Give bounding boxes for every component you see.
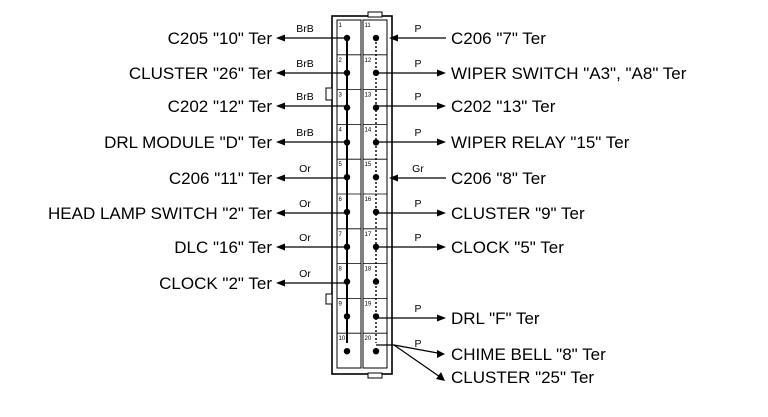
left-terminal-label: CLUSTER "26" Ter <box>129 64 272 83</box>
left-wire-color: BrB <box>296 23 314 35</box>
right-terminal-label: WIPER RELAY "15" Ter <box>451 133 630 152</box>
connector-outline <box>331 15 393 375</box>
right-terminal-label: CHIME BELL "8" Ter <box>451 345 606 364</box>
left-arrowhead <box>276 279 285 287</box>
left-wire-color: BrB <box>296 58 314 70</box>
pin-number-right: 14 <box>365 127 372 133</box>
terminal-dot-right <box>372 104 380 111</box>
right-arrowhead <box>437 69 446 77</box>
right-wire-color: P <box>414 127 421 139</box>
branch-arrowhead-upper <box>437 350 445 358</box>
right-terminal-label: WIPER SWITCH "A3", "A8" Ter <box>451 64 687 83</box>
left-wire-color: Or <box>299 268 311 280</box>
left-wire-color: Or <box>299 198 311 210</box>
left-terminal-label: C205 "10" Ter <box>168 29 273 48</box>
terminal-dot-left <box>343 278 351 285</box>
terminal-dot-left <box>343 348 351 355</box>
right-wire-color: P <box>414 232 421 244</box>
connector-latch-lower <box>325 293 333 305</box>
pin-number-left: 4 <box>339 127 343 133</box>
left-terminal-label: C206 "11" Ter <box>169 169 272 188</box>
terminal-dot-left <box>343 104 351 111</box>
right-wire-color: Gr <box>412 163 424 175</box>
right-arrowhead <box>437 209 446 217</box>
left-terminal-label: C202 "12" Ter <box>168 97 273 116</box>
pin-number-right: 18 <box>365 267 372 273</box>
right-wire-color: P <box>414 303 421 315</box>
right-terminal-label: CLOCK "5" Ter <box>451 238 564 257</box>
pin-number-left: 8 <box>339 267 343 273</box>
left-terminal-label: DRL MODULE "D" Ter <box>104 133 272 152</box>
left-wire-color: Or <box>299 163 311 175</box>
pin-number-right: 16 <box>365 197 372 203</box>
connector-top-key <box>367 11 383 18</box>
left-wire-color: Or <box>299 232 311 244</box>
left-arrowhead <box>276 174 285 182</box>
right-arrowhead <box>437 102 446 110</box>
right-wire-color: P <box>414 58 421 70</box>
pin-number-left: 5 <box>339 162 343 168</box>
left-wire-color: BrB <box>296 127 314 139</box>
pin-number-right: 20 <box>365 336 372 342</box>
terminal-dot-right <box>372 278 380 285</box>
left-arrowhead <box>276 243 285 251</box>
right-wire-color: P <box>414 23 421 35</box>
pin-number-right: 12 <box>365 58 372 64</box>
right-terminal-label: C206 "8" Ter <box>451 169 546 188</box>
pin-number-left: 6 <box>339 197 343 203</box>
branch-arrowhead-lower <box>436 372 445 381</box>
right-terminal-label: DRL "F" Ter <box>451 309 540 328</box>
right-arrowhead <box>437 243 446 251</box>
terminal-dot-right <box>372 208 380 216</box>
connector-bottom-key <box>367 372 383 379</box>
right-terminal-label: C206 "7" Ter <box>451 29 546 48</box>
pin-number-left: 2 <box>339 58 343 64</box>
terminal-dot-left <box>343 208 351 216</box>
pin-number-right: 17 <box>365 232 372 238</box>
terminal-dot-right <box>372 348 380 355</box>
pin-20-branch <box>376 344 445 381</box>
terminal-dot-left <box>343 174 351 181</box>
left-arrowhead <box>276 69 285 77</box>
right-arrowhead <box>437 314 446 322</box>
left-wire-color: BrB <box>296 91 314 103</box>
left-arrowhead <box>276 102 285 110</box>
right-wire-color: P <box>414 338 421 350</box>
pin-number-left: 9 <box>339 301 343 307</box>
right-wire-color: P <box>414 91 421 103</box>
right-arrowhead <box>437 138 446 146</box>
left-terminal-label: DLC "16" Ter <box>174 238 272 257</box>
left-terminal-label: CLOCK "2" Ter <box>159 274 272 293</box>
terminal-dot-right <box>372 313 380 320</box>
left-arrowhead <box>276 34 285 42</box>
pin-number-right: 15 <box>365 162 372 168</box>
right-arrowhead <box>389 174 398 182</box>
pin-number-right: 13 <box>365 93 372 99</box>
pin-number-right: 19 <box>365 301 372 307</box>
connector-latch-upper <box>325 87 333 101</box>
branch-wire-upper <box>393 344 444 355</box>
terminal-dot-left <box>343 313 351 320</box>
pin-number-left: 10 <box>339 336 346 342</box>
branch-wire-lower <box>393 344 444 380</box>
pin-number-right: 11 <box>365 23 372 29</box>
left-arrowhead <box>276 209 285 217</box>
pin-number-left: 7 <box>339 232 343 238</box>
terminal-dot-right <box>372 174 380 181</box>
right-wire-color: P <box>414 198 421 210</box>
pin-number-left: 3 <box>339 93 343 99</box>
right-terminal-label: CLUSTER "25" Ter <box>451 368 594 387</box>
right-arrowhead <box>389 34 398 42</box>
left-terminal-label: HEAD LAMP SWITCH "2" Ter <box>48 204 272 223</box>
left-arrowhead <box>276 138 285 146</box>
right-terminal-label: C202 "13" Ter <box>451 97 556 116</box>
right-terminal-label: CLUSTER "9" Ter <box>451 204 585 223</box>
terminal-dot-right <box>372 34 380 42</box>
pin-number-left: 1 <box>339 23 343 29</box>
